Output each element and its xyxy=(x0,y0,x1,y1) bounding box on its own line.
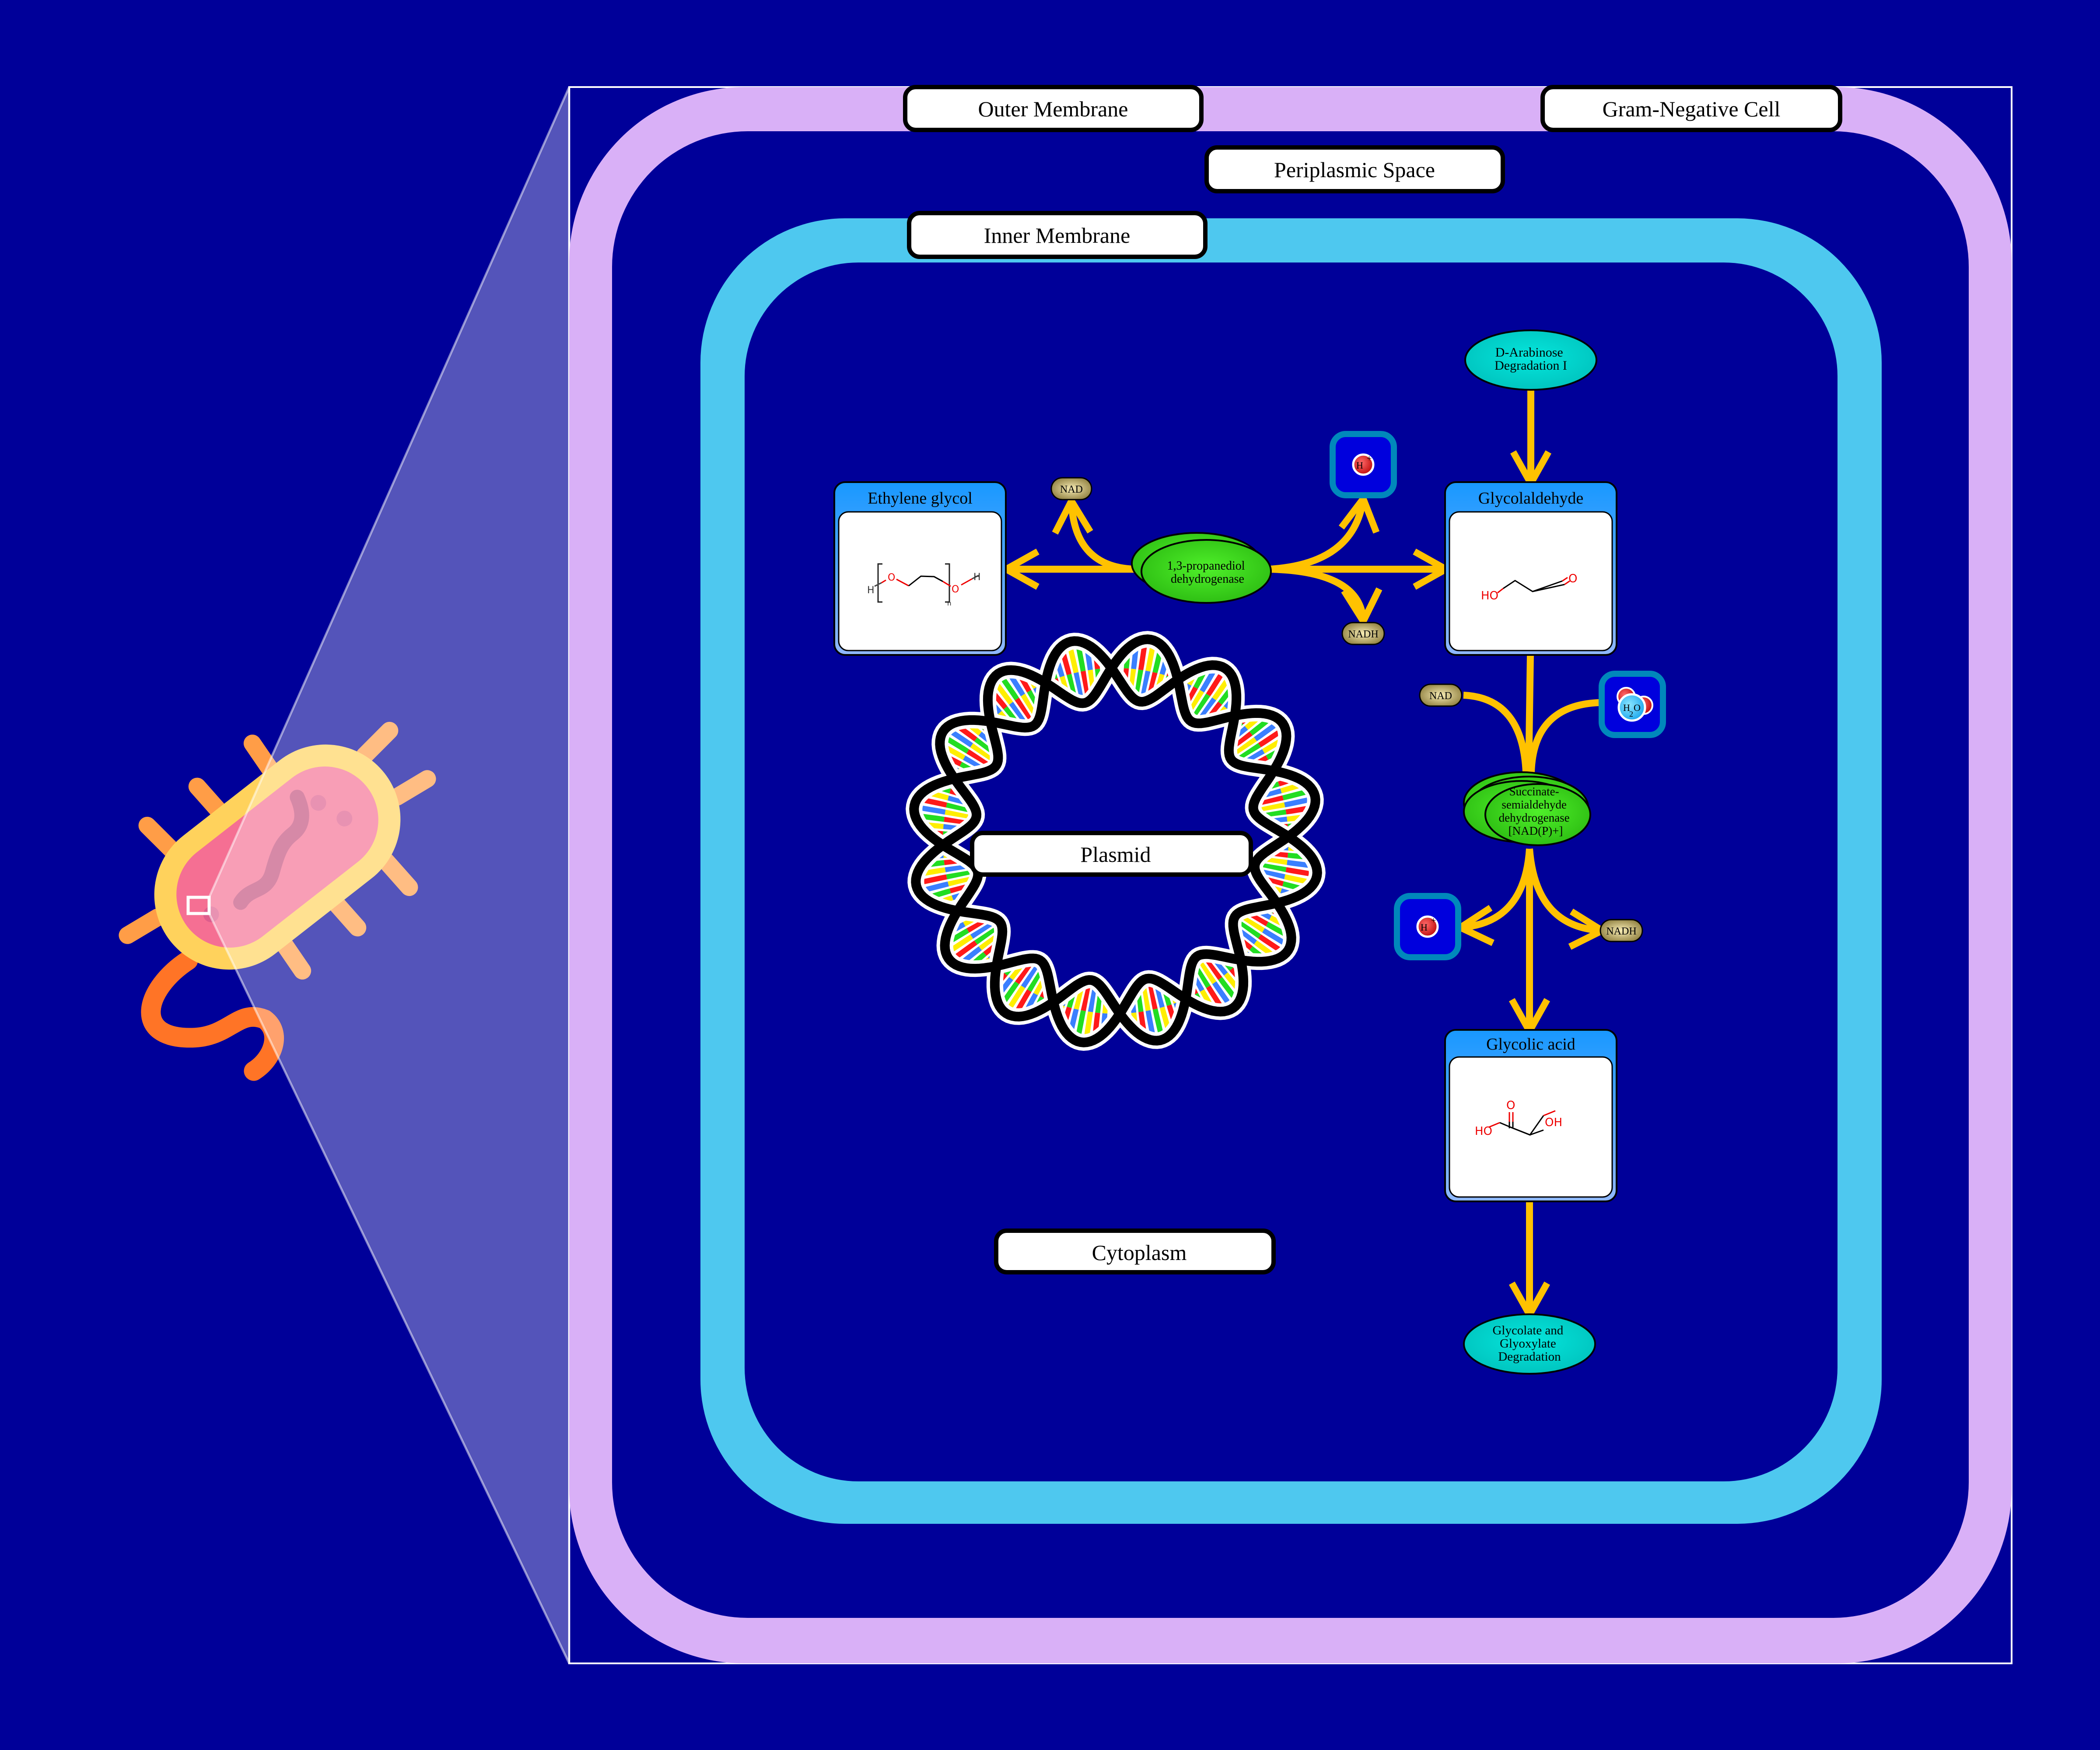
svg-text:NAD: NAD xyxy=(1429,690,1452,702)
compound-ethylene-glycol[interactable]: Ethylene glycol H O n O H xyxy=(833,481,1007,656)
svg-text:O: O xyxy=(1634,702,1641,713)
arrow-to-nad xyxy=(1071,501,1138,573)
compound-title: Glycolaldehyde xyxy=(1478,489,1584,508)
svg-text:Gram-Negative Cell: Gram-Negative Cell xyxy=(1603,97,1781,121)
dna-strand xyxy=(911,636,1320,1046)
reaction-arrows xyxy=(1006,389,1602,1315)
enzyme-label: 1,3-propanediol dehydrogenase xyxy=(1167,559,1248,586)
svg-text:O: O xyxy=(952,584,959,595)
label-cytoplasm[interactable]: Cytoplasm xyxy=(994,1228,1276,1274)
pili xyxy=(119,721,436,980)
svg-text:H: H xyxy=(867,585,875,596)
svg-text:NAD: NAD xyxy=(1060,484,1083,495)
compound-title: Glycolic acid xyxy=(1486,1035,1575,1054)
label-outer-membrane[interactable]: Outer Membrane xyxy=(903,85,1204,132)
water-molecule-icon xyxy=(1617,687,1653,722)
line-water-to-enzyme xyxy=(1528,699,1600,773)
svg-text:n: n xyxy=(947,599,952,607)
compound-title: Ethylene glycol xyxy=(868,489,973,508)
granule xyxy=(336,810,353,826)
proton-icon xyxy=(1352,453,1375,476)
svg-text:NADH: NADH xyxy=(1348,629,1378,640)
pathway-d-arabinose-degradation[interactable]: D-Arabinose Degradation I xyxy=(1464,329,1597,391)
structure-drawing: HO O xyxy=(1481,572,1577,602)
bacterium-illustration xyxy=(119,86,570,1664)
pathway-label: Glycolate and Glyoxylate Degradation xyxy=(1492,1323,1566,1364)
svg-text:O: O xyxy=(1506,1099,1515,1112)
label-gram-negative-cell[interactable]: Gram-Negative Cell xyxy=(1540,85,1842,132)
plasmid-dna[interactable] xyxy=(906,631,1326,1051)
arrow-to-proton-2 xyxy=(1460,848,1533,928)
chromosome xyxy=(233,790,309,910)
proton-h-plus-2[interactable]: H + xyxy=(1394,893,1461,960)
enzyme-1-3-propanediol-dehydrogenase[interactable]: 1,3-propanediol dehydrogenase xyxy=(1131,532,1272,604)
pathway-label: D-Arabinose Degradation I xyxy=(1494,345,1567,373)
zoom-wedge xyxy=(208,86,570,1664)
compound-glycolic-acid[interactable]: Glycolic acid O HO OH xyxy=(1444,1029,1617,1202)
svg-text:H: H xyxy=(973,572,981,583)
structure-panel xyxy=(838,511,1002,651)
svg-text:NADH: NADH xyxy=(1606,926,1636,937)
label-inner-membrane[interactable]: Inner Membrane xyxy=(907,211,1208,259)
svg-text:Periplasmic Space: Periplasmic Space xyxy=(1274,158,1435,182)
proton-h-plus[interactable]: H + xyxy=(1330,431,1397,498)
structure-panel xyxy=(1449,1056,1613,1198)
cofactor-nadh[interactable]: NADH xyxy=(1341,622,1385,645)
svg-text:+: + xyxy=(1431,916,1436,925)
svg-text:H: H xyxy=(1356,460,1363,471)
line-glycolaldehyde-to-enzyme xyxy=(1525,654,1534,773)
zoom-region-marker xyxy=(186,896,211,915)
cofactor-nad[interactable]: NAD xyxy=(1050,477,1092,500)
arrow-to-nadh xyxy=(1268,566,1363,621)
svg-text:Outer Membrane: Outer Membrane xyxy=(978,97,1128,121)
compound-glycolaldehyde[interactable]: Glycolaldehyde HO O xyxy=(1444,481,1617,656)
svg-text:Inner Membrane: Inner Membrane xyxy=(984,223,1130,248)
svg-text:2: 2 xyxy=(1629,710,1633,718)
proton-icon xyxy=(1416,915,1439,938)
svg-text:H: H xyxy=(1623,702,1630,713)
label-plasmid[interactable]: Plasmid xyxy=(970,831,1253,877)
pathway-glycolate-glyoxylate-degradation[interactable]: Glycolate and Glyoxylate Degradation xyxy=(1463,1313,1596,1375)
structure-panel xyxy=(1449,511,1613,651)
cofactor-nad-2[interactable]: NAD xyxy=(1419,683,1463,707)
svg-text:H: H xyxy=(1421,922,1428,933)
structure-drawing: O HO OH xyxy=(1475,1099,1562,1138)
svg-text:HO: HO xyxy=(1475,1125,1492,1138)
enzyme-succinate-semialdehyde-dehydrogenase[interactable]: Succinate- semialdehyde dehydrogenase [N… xyxy=(1463,771,1591,846)
line-nad-to-enzyme xyxy=(1463,692,1530,773)
svg-text:+: + xyxy=(1367,454,1372,463)
svg-text:OH: OH xyxy=(1545,1116,1562,1129)
flagellum xyxy=(141,950,284,1081)
water-h2o[interactable]: H 2 O xyxy=(1599,671,1666,738)
enzyme-label: Succinate- semialdehyde dehydrogenase [N… xyxy=(1499,785,1573,837)
label-periplasmic-space[interactable]: Periplasmic Space xyxy=(1204,145,1505,193)
svg-text:HO: HO xyxy=(1481,589,1498,602)
cofactor-nadh-2[interactable]: NADH xyxy=(1600,919,1643,942)
svg-text:Cytoplasm: Cytoplasm xyxy=(1092,1240,1187,1265)
arrow-to-nadh-2 xyxy=(1526,848,1602,931)
granule xyxy=(310,795,326,811)
svg-text:O: O xyxy=(1568,572,1577,585)
granule xyxy=(203,906,219,923)
svg-text:Plasmid: Plasmid xyxy=(1080,842,1151,867)
dna-strand xyxy=(909,634,1322,1047)
structure-drawing: H O n O H xyxy=(867,563,981,607)
svg-text:O: O xyxy=(888,572,895,583)
